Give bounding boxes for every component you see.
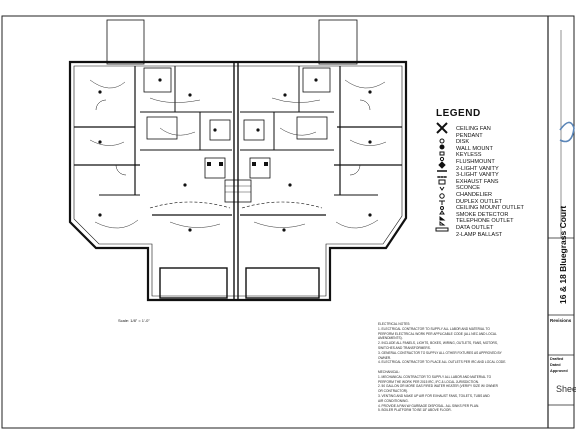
smoke-detector-icon [439, 210, 445, 215]
note-line: PERFORM THE WORK PER 2015 IRC, IFC & LOC… [378, 379, 479, 384]
note-line: 2. 50 GALLON OR MORE GAS FIRED WATER HEA… [378, 384, 498, 389]
ceiling-fan-icon [436, 122, 448, 134]
sheet-label: Sheet [556, 384, 576, 394]
data-outlet-icon [439, 221, 446, 226]
note-line: MECHANICAL: [378, 370, 400, 374]
legend-item: SCONCE [456, 185, 480, 192]
note-line: 4. ELECTRICAL CONTRACTOR TO PLACE ALL OU… [378, 360, 507, 365]
revisions-label: Revisions [550, 318, 572, 323]
legend-item: CHANDELIER [456, 192, 493, 198]
note-line: 4. PROVIDE A PAN W/ GARBAGE DISPOSAL. AL… [378, 403, 480, 408]
legend-item: 2-LAMP BALLAST [456, 231, 503, 238]
exterior-wall-inner [73, 65, 403, 297]
electrical-fixtures [98, 78, 372, 232]
left-garage-door [159, 267, 228, 299]
note-line: PERFORM ELECTRICAL WORK PER APPLICABLE C… [378, 331, 497, 336]
note-line: 3. VENTING AND MAKE UP AIR FOR EXHAUST F… [378, 394, 490, 398]
note-line: 5. BOILER PLATFORM TO BE 18" ABOVE FLOOR… [378, 408, 452, 413]
drafted-label: Drafted [550, 357, 564, 361]
legend-item: 2-LIGHT VANITY [456, 165, 499, 172]
note-line: OWNER. [378, 355, 392, 360]
legend-item: DATA OUTLET [456, 225, 494, 231]
ceiling-outlet-icon [440, 206, 444, 210]
ballast-icon [435, 227, 449, 232]
legend-icons [435, 122, 449, 232]
legend-item: CEILING FAN [456, 126, 491, 132]
exterior-wall [68, 60, 408, 302]
note-line: ELECTRICAL NOTES: [378, 322, 411, 326]
legend-item: EXHAUST FANS [456, 178, 499, 185]
sheet-border [1, 15, 575, 429]
legend-item: FLUSHMOUNT [456, 159, 495, 165]
note-line: 3. GENERAL CONTRACTOR TO SUPPLY ALL OTHE… [378, 350, 502, 355]
disk-light-icon [439, 144, 445, 150]
legend-item: DISK [456, 139, 470, 146]
legend-item: SMOKE DETECTOR [456, 211, 509, 218]
legend-item: 3-LIGHT VANITY [456, 172, 499, 179]
note-line: 1. MECHANICAL CONTRACTOR TO SUPPLY ALL L… [378, 374, 492, 379]
legend-item: TELEPHONE OUTLET [456, 218, 514, 225]
note-line: SWITCHES AND TRANSFORMERS. [378, 346, 431, 350]
legend-item: DUPLEX OUTLET [456, 198, 503, 205]
legend-item: KEYLESS [456, 152, 482, 159]
wall-mount-icon [439, 151, 445, 156]
left-porch-box [106, 19, 145, 65]
wiring-runs [89, 79, 387, 229]
note-line: OR CONTRACTOR). [378, 389, 409, 394]
duplex-outlet-icon [439, 200, 445, 205]
right-porch-box [318, 19, 358, 65]
right-garage-door [245, 267, 320, 299]
keyless-icon [439, 156, 445, 162]
note-line: 1. ELECTRICAL CONTRACTOR TO SUPPLY ALL L… [378, 326, 490, 331]
legend-item: CEILING MOUNT OUTLET [456, 205, 524, 212]
telephone-outlet-icon [439, 216, 446, 221]
note-line: 2. INCLUDE ALL PANELS, LIGHTS, BOXES, WI… [378, 341, 498, 346]
note-line: AIR CONDITIONING. [378, 398, 409, 403]
pendant-icon [439, 138, 445, 144]
legend-item: WALL MOUNT [456, 145, 493, 152]
scale-label: Scale: 1/8" = 1'-0" [118, 318, 150, 323]
vanity-3-icon [437, 176, 447, 178]
legend-title: LEGEND [436, 108, 481, 119]
title-block [547, 16, 575, 428]
sconce-icon [439, 186, 445, 191]
flushmount-icon [438, 161, 446, 169]
note-line: AMENDMENTS). [378, 336, 403, 341]
duplex-floor-plan [68, 19, 408, 302]
logo-mark [559, 121, 575, 143]
approved-label: Approved [550, 369, 568, 373]
chandelier-icon [439, 193, 445, 199]
dated-label: Dated [550, 363, 561, 367]
project-name: 16 & 18 Bluegrass Court [558, 205, 568, 304]
exhaust-fan-icon [438, 179, 446, 185]
legend-item: PENDANT [456, 132, 483, 139]
